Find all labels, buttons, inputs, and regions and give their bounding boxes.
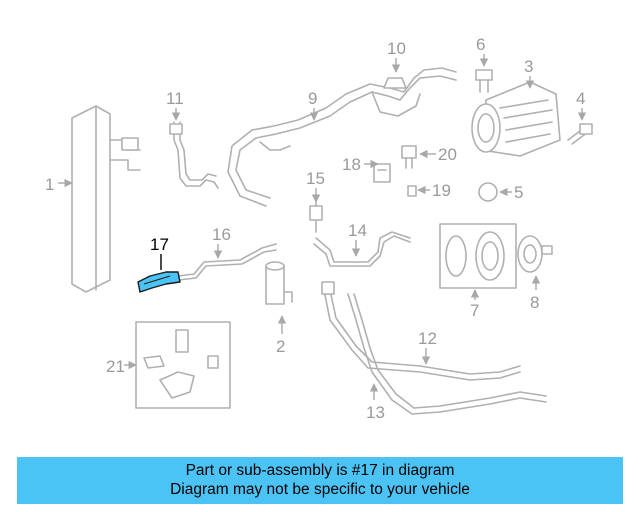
label-8: 8 — [530, 293, 539, 312]
label-20: 20 — [438, 145, 457, 164]
label-3: 3 — [524, 57, 533, 76]
label-5: 5 — [514, 183, 523, 202]
label-18: 18 — [342, 155, 361, 174]
part-6-bolt[interactable] — [475, 69, 493, 93]
part-17-hose-highlighted[interactable] — [137, 271, 181, 293]
info-banner: Part or sub-assembly is #17 in diagram D… — [17, 457, 623, 504]
part-2-receiver-drier[interactable] — [265, 261, 293, 305]
label-11: 11 — [166, 89, 184, 108]
part-19-screw[interactable] — [407, 185, 417, 197]
part-1-condenser[interactable] — [71, 105, 141, 293]
label-4: 4 — [576, 89, 585, 108]
banner-line-2: Diagram may not be specific to your vehi… — [170, 481, 470, 498]
part-7-clutch-kit[interactable] — [439, 223, 517, 289]
part-10-cap[interactable] — [383, 77, 407, 89]
label-12: 12 — [418, 329, 437, 348]
part-9-discharge-line[interactable] — [227, 67, 457, 207]
label-16: 16 — [212, 225, 231, 244]
label-6: 6 — [476, 35, 485, 54]
label-2: 2 — [276, 337, 285, 356]
part-4-switch[interactable] — [567, 123, 593, 145]
parts-diagram: 1 11 9 10 6 3 4 — [45, 35, 593, 422]
part-21-seal-kit[interactable] — [135, 321, 231, 409]
label-10: 10 — [387, 39, 406, 58]
banner-line-1: Part or sub-assembly is #17 in diagram — [185, 462, 455, 479]
label-14: 14 — [348, 221, 367, 240]
label-13: 13 — [366, 403, 385, 422]
part-20-valve[interactable] — [401, 145, 417, 169]
part-18-bracket[interactable] — [373, 163, 391, 183]
label-19: 19 — [432, 181, 451, 200]
part-5-cap[interactable] — [478, 182, 498, 202]
label-17: 17 — [150, 235, 169, 254]
part-11-hose[interactable] — [169, 121, 219, 189]
label-21: 21 — [106, 357, 125, 376]
label-1: 1 — [45, 175, 54, 194]
label-15: 15 — [306, 169, 325, 188]
part-8-coil[interactable] — [517, 235, 553, 273]
part-14-line[interactable] — [313, 231, 411, 267]
label-9: 9 — [308, 89, 317, 108]
label-7: 7 — [470, 301, 479, 320]
part-16-line[interactable] — [177, 243, 277, 281]
part-12-line[interactable] — [323, 289, 521, 381]
part-3-compressor[interactable] — [471, 81, 561, 157]
part-13-line[interactable] — [321, 281, 547, 415]
